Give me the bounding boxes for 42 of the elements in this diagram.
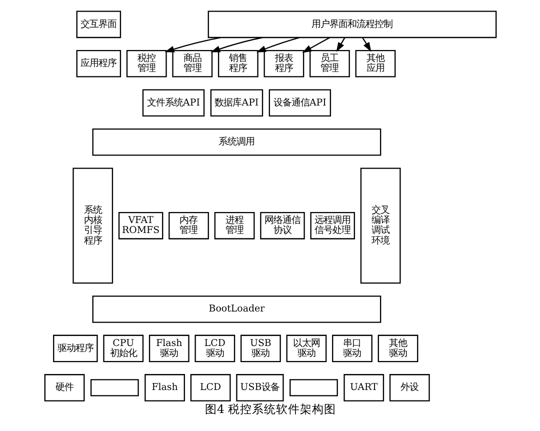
- node-box: 销售程序: [217, 50, 258, 78]
- node-box: 系统内核引导程序: [72, 168, 113, 284]
- arrow: [361, 37, 371, 52]
- node-box: Flash: [144, 374, 184, 402]
- node-box: 设备通信API: [268, 89, 331, 117]
- node-box: 串口驱动: [332, 334, 372, 362]
- node-box: 税控管理: [126, 50, 166, 78]
- node-box: LCD驱动: [194, 334, 235, 362]
- node-box: 交叉编译调试环境: [360, 168, 400, 284]
- arrow: [302, 37, 330, 53]
- node-box: UART: [343, 374, 384, 402]
- node-box: USB设备: [236, 374, 284, 402]
- arrow: [336, 37, 345, 52]
- node-box: 应用程序: [76, 50, 121, 78]
- node-box: CPU初始化: [102, 334, 144, 362]
- node-box: 文件系统API: [142, 89, 204, 117]
- node-box: 远程调用信号处理: [310, 212, 354, 240]
- node-box: 硬件: [44, 374, 84, 402]
- node-box: 其他应用: [354, 50, 396, 78]
- node-box: 网络通信协议: [260, 212, 304, 240]
- node-box: 进程管理: [214, 212, 254, 240]
- node-box: LCD: [190, 374, 230, 402]
- node-box: BootLoader: [92, 296, 381, 323]
- node-box: [90, 379, 138, 396]
- node-box: 商品管理: [172, 50, 212, 78]
- node-box: VFAT ROMFS: [118, 212, 163, 240]
- node-box: 员工管理: [309, 50, 350, 78]
- node-box: 用户界面和流程控制: [207, 10, 496, 38]
- node-box: 系统调用: [92, 128, 381, 156]
- node-box: [289, 379, 338, 396]
- node-box: 外设: [388, 374, 430, 402]
- node-box: 以太网驱动: [286, 334, 326, 362]
- node-box: 交互界面: [76, 10, 121, 38]
- node-box: 数据库API: [210, 89, 263, 117]
- node-box: USB驱动: [240, 334, 280, 362]
- node-box: 内存管理: [168, 212, 208, 240]
- caption: 图4 税控系统软件架构图: [204, 402, 336, 416]
- node-box: 报表程序: [263, 50, 304, 78]
- node-box: 驱动程序: [52, 334, 98, 362]
- arrow: [256, 37, 300, 52]
- node-box: Flash驱动: [148, 334, 189, 362]
- node-box: 其他驱动: [377, 334, 418, 362]
